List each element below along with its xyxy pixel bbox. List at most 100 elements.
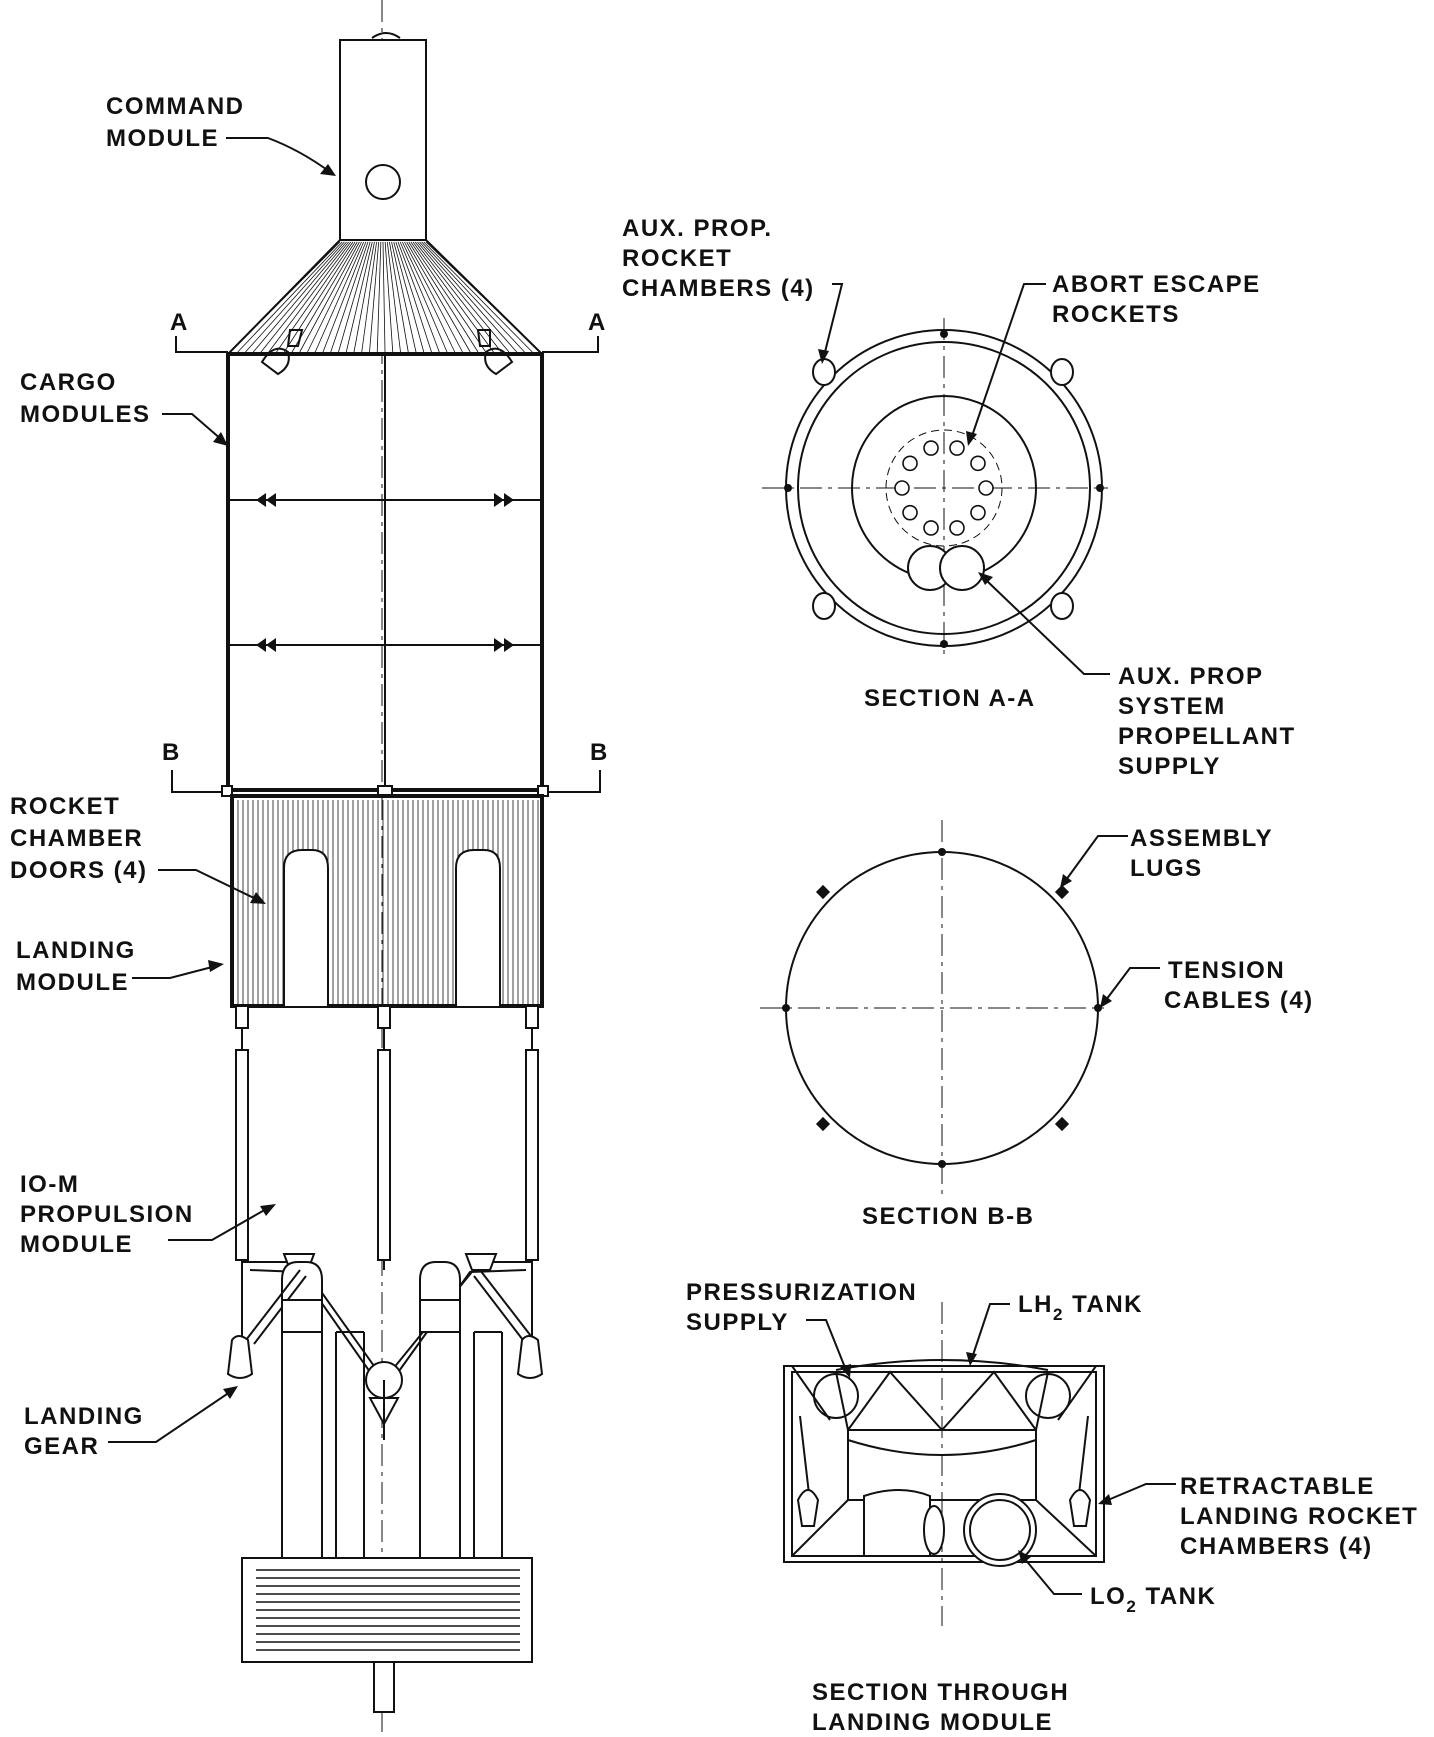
landing-module-drawing [230, 794, 544, 1008]
label-lo2-tank: LO2 TANK [1090, 1583, 1216, 1616]
cargo-modules-drawing [226, 352, 544, 792]
section-landing-title-1: SECTION THROUGH [812, 1679, 1069, 1706]
section-aa-title: SECTION A-A [864, 685, 1036, 712]
cone-hatch-line [389, 241, 409, 353]
label-rocket-chamber-doors-1: ROCKET [10, 793, 120, 820]
cone-hatch-line [345, 241, 373, 353]
label-command-module-1: COMMAND [106, 93, 244, 120]
cone-hatch-line [260, 241, 349, 353]
cone-hatch-line [353, 241, 375, 353]
cone-hatch-line [395, 241, 432, 353]
label-tension-cables-2: CABLES (4) [1164, 987, 1314, 1014]
lh2-sub: 2 [1053, 1305, 1064, 1324]
leader-arrows [108, 137, 1176, 1595]
cone-hatch-line [252, 241, 347, 353]
cone-hatch-line [322, 241, 367, 353]
cone-hatch-line [410, 241, 487, 353]
abort-rocket-mark [902, 455, 918, 472]
label-command-module-2: MODULE [106, 125, 219, 152]
label-assembly-lugs-2: LUGS [1130, 855, 1203, 882]
label-aux-prop-supply-1: AUX. PROP [1118, 663, 1264, 690]
abort-rocket-mark [949, 520, 965, 536]
cone-hatch-line [283, 241, 356, 353]
abort-rocket-mark [970, 455, 986, 472]
cone-hatch-line [382, 241, 386, 353]
label-retractable-chambers-2: LANDING ROCKET [1180, 1503, 1418, 1530]
cone-hatch-line [369, 241, 380, 353]
label-landing-module-2: MODULE [16, 969, 129, 996]
label-lh2-tank: LH2 TANK [1018, 1291, 1143, 1324]
abort-rocket-mark [923, 520, 939, 536]
cone-hatch-line [361, 241, 377, 353]
cone-hatch-line [391, 241, 417, 353]
lo2-main: LO [1090, 1583, 1126, 1610]
section-bb-title: SECTION B-B [862, 1203, 1035, 1230]
cone-hatch-line [393, 241, 425, 353]
lo2-sub: 2 [1126, 1597, 1137, 1616]
section-aa-view: SECTION A-A [762, 318, 1108, 712]
label-retractable-chambers-1: RETRACTABLE [1180, 1473, 1375, 1500]
section-a-marker-left: A [170, 309, 189, 336]
cone-hatch-line [408, 241, 479, 353]
label-landing-gear-2: GEAR [24, 1433, 99, 1460]
section-b-marker-left: B [162, 739, 181, 766]
lh2-main: LH [1018, 1291, 1053, 1318]
labels: COMMAND MODULE CARGO MODULES ROCKET CHAM… [10, 93, 1418, 1736]
label-cargo-modules-1: CARGO [20, 369, 117, 396]
label-retractable-chambers-3: CHAMBERS (4) [1180, 1533, 1373, 1560]
section-landing-view [783, 1302, 1105, 1626]
label-aux-prop-chambers-1: AUX. PROP. [622, 215, 773, 242]
label-propulsion-module-3: MODULE [20, 1231, 133, 1258]
label-aux-prop-chambers-3: CHAMBERS (4) [622, 275, 815, 302]
cone-hatch-line [299, 241, 360, 353]
abort-rocket-mark [923, 440, 939, 456]
section-b-markers: B B [162, 739, 609, 797]
cone-hatch-line [397, 241, 440, 353]
cone-hatch-line [419, 241, 518, 353]
section-bb-view: SECTION B-B [760, 820, 1104, 1230]
label-aux-prop-supply-3: PROPELLANT [1118, 723, 1296, 750]
label-pressurization-supply-1: PRESSURIZATION [686, 1279, 917, 1306]
cone-hatch-line [330, 241, 369, 353]
label-tension-cables-1: TENSION [1168, 957, 1285, 984]
abort-rocket-mark [970, 504, 986, 521]
cone-hatch-line [237, 241, 343, 353]
cone-hatch-line [417, 241, 510, 353]
label-aux-prop-supply-4: SUPPLY [1118, 753, 1221, 780]
label-abort-escape-rockets-2: ROCKETS [1052, 301, 1180, 328]
label-aux-prop-supply-2: SYSTEM [1118, 693, 1226, 720]
cone-hatch-line [245, 241, 345, 353]
cone-hatch-line [399, 241, 448, 353]
cone-hatch-line [291, 241, 358, 353]
abort-rocket-mark [902, 504, 918, 521]
section-b-marker-right: B [590, 739, 609, 766]
lh2-rest: TANK [1064, 1291, 1143, 1318]
cone-hatch-line [307, 241, 362, 353]
label-propulsion-module-2: PROPULSION [20, 1201, 194, 1228]
section-a-markers: A A [170, 309, 607, 353]
cone-hatch-line [425, 241, 541, 353]
label-rocket-chamber-doors-2: CHAMBER [10, 825, 143, 852]
cone-hatch-line [314, 241, 365, 353]
vehicle-side-view: A A B B [162, 0, 609, 1737]
conical-adapter [225, 239, 545, 376]
label-landing-module-1: LANDING [16, 937, 136, 964]
label-aux-prop-chambers-2: ROCKET [622, 245, 732, 272]
cone-hatch-line [229, 241, 341, 353]
section-a-marker-right: A [588, 309, 607, 336]
label-assembly-lugs-1: ASSEMBLY [1130, 825, 1273, 852]
label-rocket-chamber-doors-3: DOORS (4) [10, 857, 148, 884]
cone-hatch-line [338, 241, 371, 353]
label-landing-gear-1: LANDING [24, 1403, 144, 1430]
cone-hatch-line [423, 241, 533, 353]
abort-rocket-mark [978, 480, 994, 496]
cone-hatch-line [404, 241, 463, 353]
cone-hatch-line [412, 241, 494, 353]
label-cargo-modules-2: MODULES [20, 401, 151, 428]
cone-hatch-line [414, 241, 502, 353]
cone-hatch-line [268, 241, 352, 353]
label-propulsion-module-1: IO-M [20, 1171, 79, 1198]
cone-hatch-line [401, 241, 456, 353]
